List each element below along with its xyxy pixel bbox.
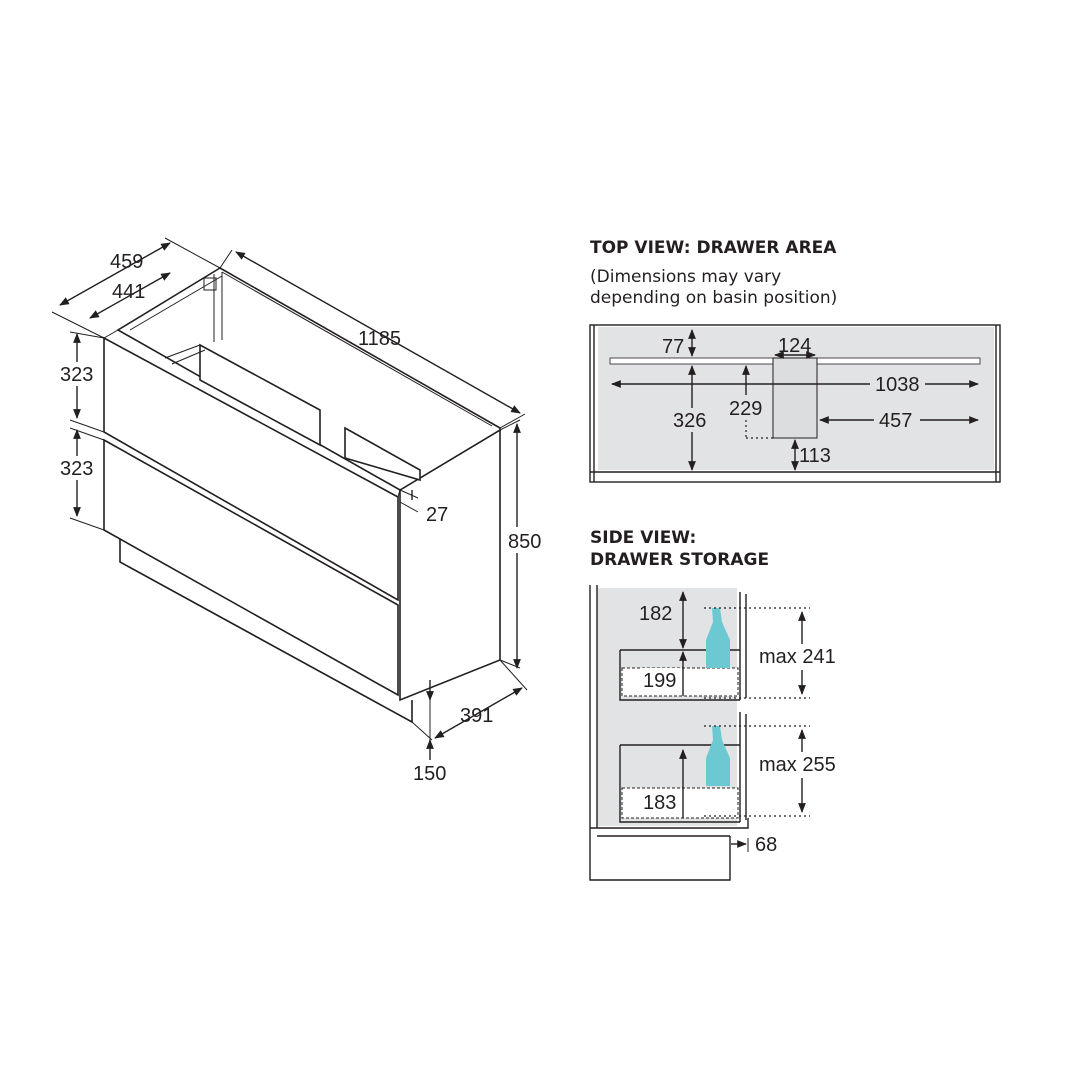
top-view: TOP VIEW: DRAWER AREA (Dimensions may va… [589, 238, 1001, 483]
bottle-upper-icon [706, 608, 730, 668]
top-view-note-line1: (Dimensions may vary [590, 267, 781, 287]
dim-overall-height: 850 [508, 531, 541, 553]
dim-cutout-width: 124 [778, 335, 811, 357]
dim-depth-inner: 441 [112, 281, 145, 303]
basin-cutout [772, 357, 818, 439]
dim-line-1185 [235, 251, 521, 414]
dim-cutout-offset: 457 [879, 410, 912, 432]
dim-upper-drawer: 199 [643, 670, 676, 692]
dim-width: 1185 [358, 328, 401, 350]
dim-depth-outer: 459 [110, 251, 143, 273]
dim-top-thickness: 27 [426, 504, 448, 526]
top-view-title: TOP VIEW: DRAWER AREA [590, 238, 837, 258]
dim-cutout-depth: 229 [729, 398, 762, 420]
dim-front-gap: 77 [662, 336, 684, 358]
dim-upper-clearance: 182 [639, 603, 672, 625]
side-view-outline [589, 585, 731, 881]
side-view: SIDE VIEW: DRAWER STORAGE 182 199 183 [589, 528, 844, 881]
side-view-title-line1: SIDE VIEW: [590, 528, 696, 548]
dim-line-391 [434, 687, 523, 739]
top-view-note-line2: depending on basin position) [590, 288, 837, 308]
dim-line-441 [89, 272, 171, 319]
dim-inner-depth: 326 [673, 410, 706, 432]
dim-rear-gap: 113 [799, 445, 831, 467]
dim-top-drawer-height: 323 [60, 364, 93, 386]
dim-toe-kick-height: 150 [413, 763, 446, 785]
bottle-lower-icon [706, 726, 730, 786]
top-drawer-front [103, 336, 399, 602]
drawer-divider-2 [344, 426, 421, 482]
dim-toe-kick-depth: 391 [460, 705, 493, 727]
isometric-view: 459 441 1185 323 323 27 850 391 [51, 237, 550, 785]
corner-bracket [203, 277, 217, 291]
dim-upper-max: max 241 [759, 646, 836, 668]
dim-bottom-drawer-height: 323 [60, 458, 93, 480]
dim-inner-width: 1038 [875, 374, 920, 396]
bottom-drawer-front [103, 438, 399, 697]
dim-lower-max: max 255 [759, 754, 836, 776]
dim-kick-setback: 68 [755, 834, 777, 856]
dim-lower-drawer: 183 [643, 792, 676, 814]
side-view-title-line2: DRAWER STORAGE [590, 550, 769, 570]
